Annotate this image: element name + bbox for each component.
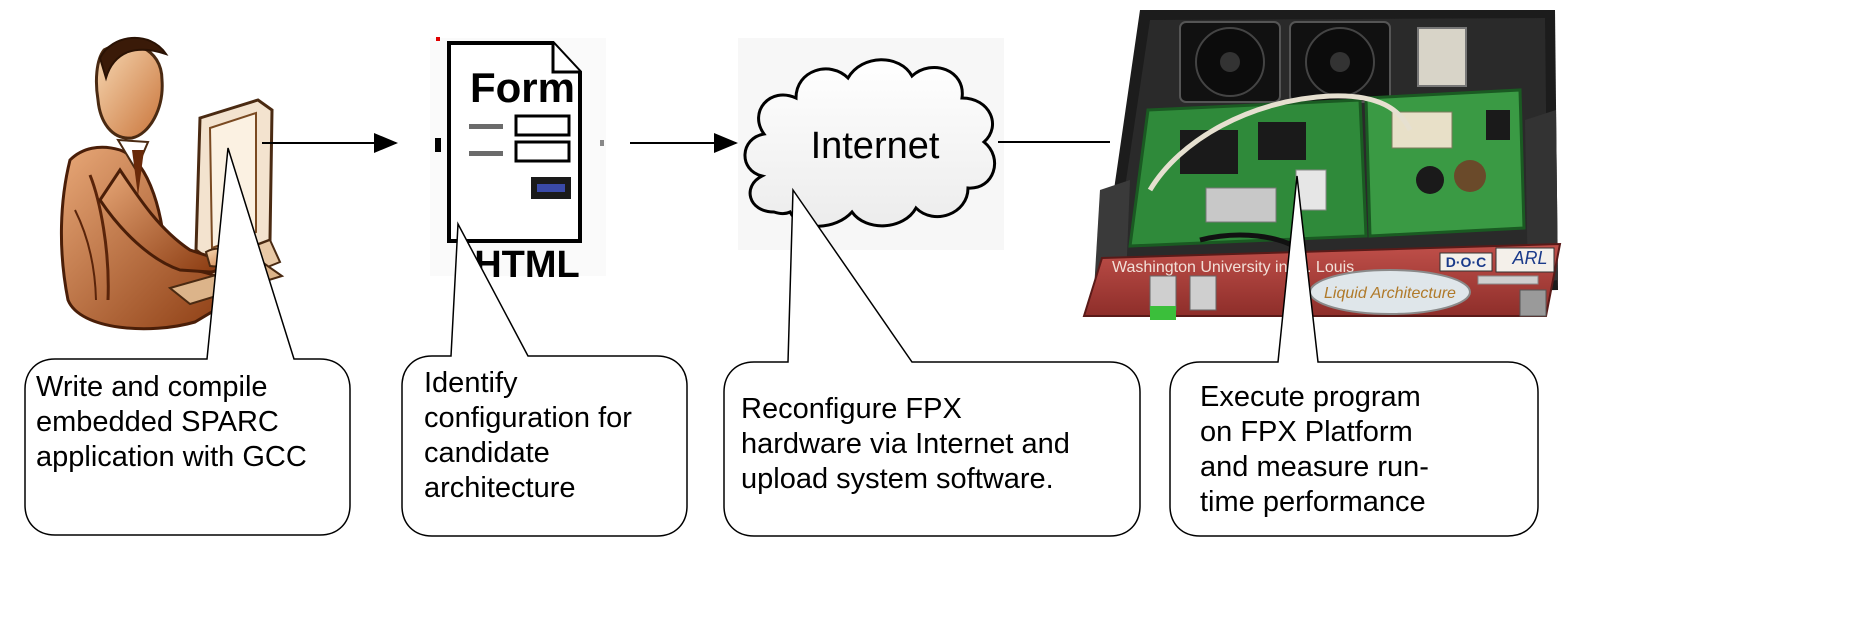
callout-line: application with GCC <box>36 441 307 473</box>
arl-logo: ARL <box>1511 248 1547 268</box>
callout-2-text: Identify configuration for candidate arc… <box>424 366 632 506</box>
fan-icon <box>1179 21 1281 103</box>
form-icon-title: Form <box>470 64 575 111</box>
callout-2 <box>401 221 688 537</box>
callout-4-text: Execute program on FPX Platform and meas… <box>1200 380 1429 520</box>
panel-text: Washington University in St. Louis <box>1112 259 1354 276</box>
cloud-label: Internet <box>811 125 940 167</box>
callout-1 <box>24 147 351 536</box>
form-icon-caption: HTML <box>474 244 580 286</box>
html-form-icon: Form HTML <box>430 37 606 286</box>
callout-line: hardware via Internet and <box>741 428 1070 460</box>
callout-1-text: Write and compile embedded SPARC applica… <box>36 370 307 475</box>
callout-line: on FPX Platform <box>1200 416 1413 448</box>
callout-line: Reconfigure FPX <box>741 393 962 425</box>
callout-line: configuration for <box>424 402 632 434</box>
callout-line: candidate <box>424 437 550 469</box>
callout-line: embedded SPARC <box>36 406 279 438</box>
callout-line: Write and compile <box>36 371 268 403</box>
callout-3-text: Reconfigure FPX hardware via Internet an… <box>741 392 1070 497</box>
callout-3 <box>723 187 1141 537</box>
callout-line: upload system software. <box>741 463 1054 495</box>
liquid-architecture-badge: Liquid Architecture <box>1324 285 1456 302</box>
doc-logo: D·O·C <box>1446 254 1486 270</box>
callout-line: architecture <box>424 472 576 504</box>
callout-line: Identify <box>424 367 518 399</box>
fan-icon <box>1289 21 1391 103</box>
callout-4 <box>1169 175 1539 537</box>
internet-cloud-icon: Internet <box>738 38 1004 250</box>
callout-line: and measure run- <box>1200 451 1429 483</box>
callout-line: Execute program <box>1200 381 1421 413</box>
fpx-hardware-photo: Washington University in St. Louis D·O·C… <box>1082 10 1562 320</box>
callout-line: time performance <box>1200 486 1426 518</box>
